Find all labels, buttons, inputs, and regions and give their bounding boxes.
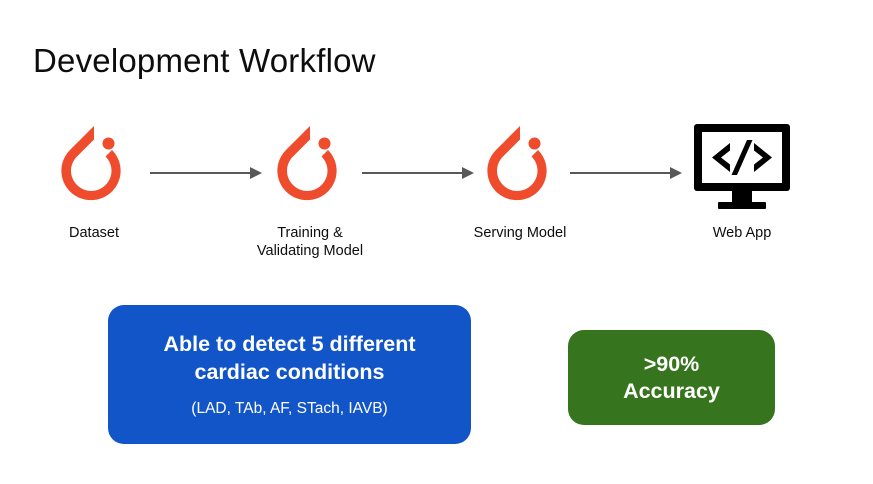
workflow-node-label: Serving Model: [473, 225, 567, 241]
workflow-node-label: Training & Validating Model: [256, 225, 364, 259]
workflow-node-serving: Serving Model: [450, 118, 590, 242]
workflow-node-webapp: Web App: [672, 118, 812, 242]
callout-heading: Able to detect 5 different cardiac condi…: [163, 332, 416, 384]
arrow-serving-to-webapp-icon: [570, 164, 682, 182]
page-title: Development Workflow: [33, 42, 376, 79]
workflow-node-dataset: Dataset: [24, 118, 164, 242]
arrow-training-to-serving-icon: [362, 164, 474, 182]
pytorch-logo-icon: [450, 118, 590, 210]
pytorch-logo-icon: [240, 118, 380, 210]
callout-heading: >90% Accuracy: [623, 351, 720, 403]
workflow-node-label: Dataset: [69, 225, 119, 241]
callout-cardiac-conditions: Able to detect 5 different cardiac condi…: [108, 305, 471, 444]
monitor-code-icon: [672, 118, 812, 210]
callout-accuracy: >90% Accuracy: [568, 330, 775, 425]
workflow-node-label: Web App: [712, 225, 772, 241]
workflow-node-training: Training & Validating Model: [240, 118, 380, 260]
callout-subtext: (LAD, TAb, AF, STach, IAVB): [191, 400, 388, 417]
arrow-dataset-to-training-icon: [150, 164, 262, 182]
pytorch-logo-icon: [24, 118, 164, 210]
